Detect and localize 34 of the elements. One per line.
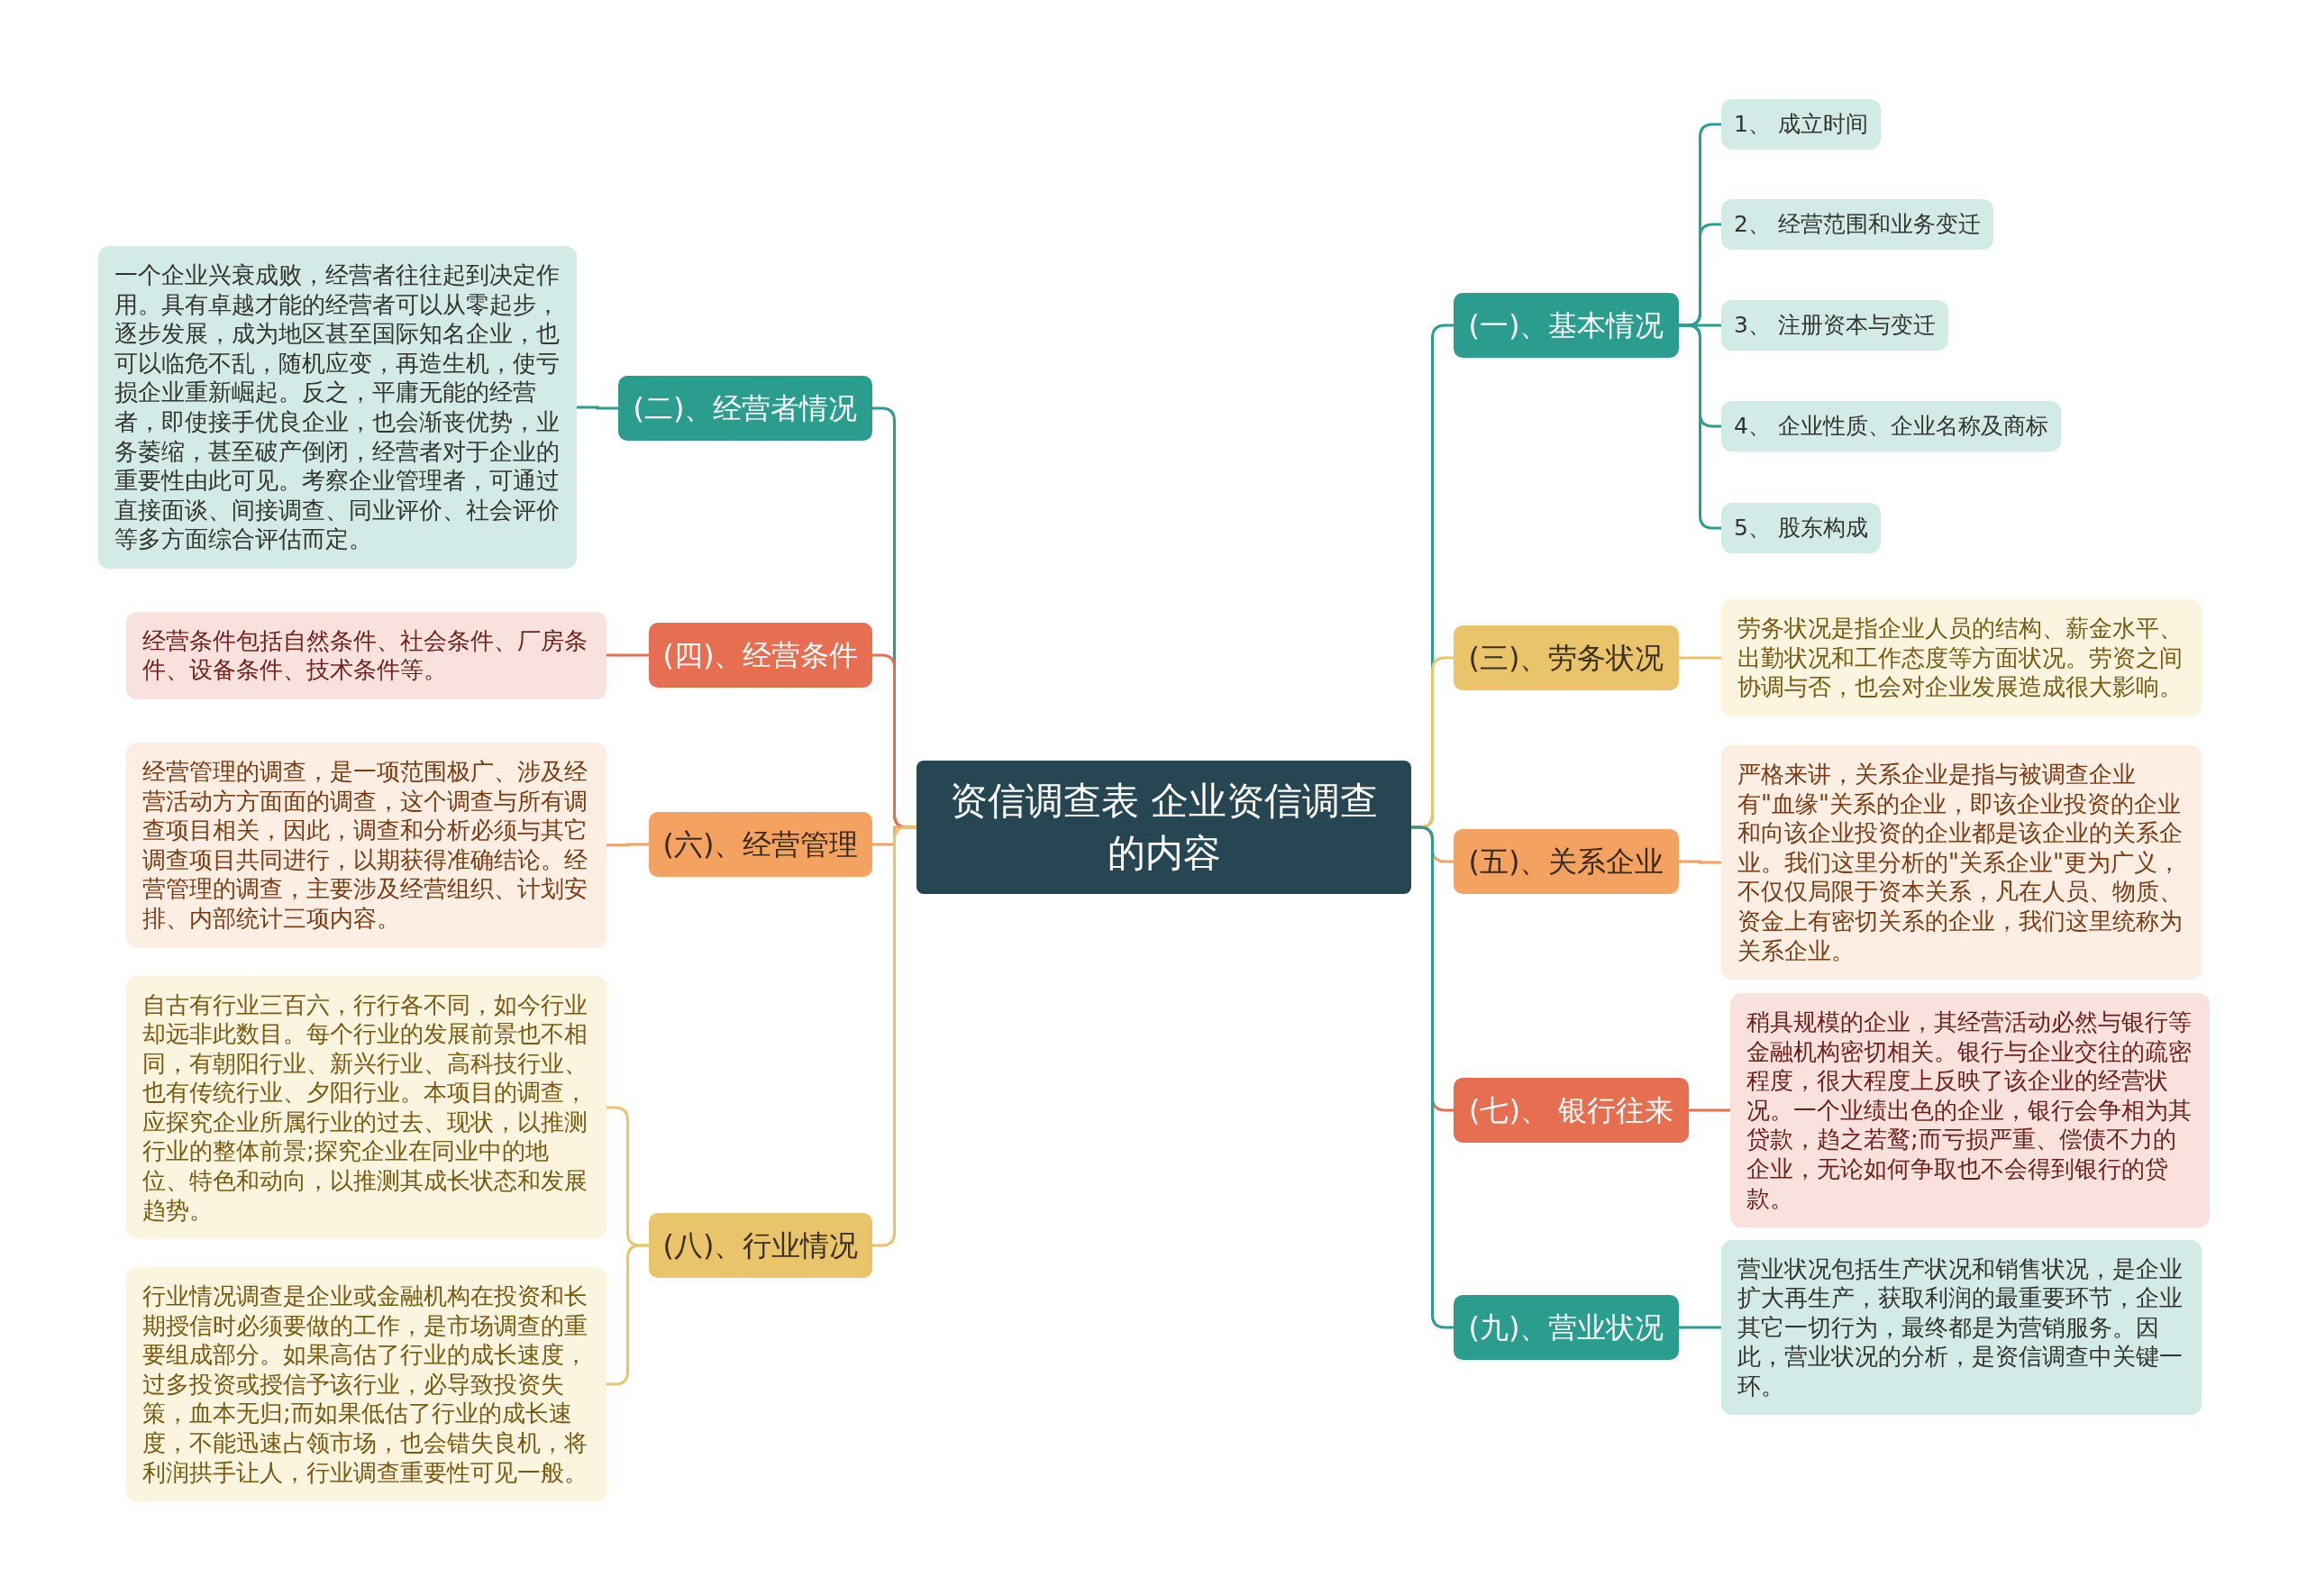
subtopic-box: 2、 经营范围和业务变迁 bbox=[1721, 199, 1993, 250]
description-box: 劳务状况是指企业人员的结构、薪金水平、出勤状况和工作态度等方面状况。劳资之间协调与否，也会对企业发展造成很大影响。 bbox=[1721, 599, 2202, 716]
topic-box: (二)、经营者情况 bbox=[618, 376, 872, 441]
connector-line bbox=[1679, 324, 1721, 530]
description-box: 自古有行业三百六，行行各不同，如今行业却远非此数目。每个行业的发展前景也不相同，有朝阳行业、新兴行业、高科技行业、也有传统行业、夕阳行业。本项目的调查，应探究企业所属行业的过去、现状，以推测行业的整体前景;探究企业在同业中的地位、特色和动向，以推测其成长状态和发展趋势。 bbox=[126, 975, 606, 1240]
description-box: 严格来讲，关系企业是指与被调查企业有"血缘"关系的企业，即该企业投资的企业和向该企业投资的企业都是该企业的关系企业。我们这里分析的"关系企业"更为广义，不仅仅局限于资本关系，凡在人员、物质、资金上有密切关系的企业，我们这里统称为关系企业。 bbox=[1721, 745, 2202, 980]
central-topic-box: 资信调查表 企业资信调查的内容 bbox=[916, 761, 1411, 894]
description-box: 经营管理的调查，是一项范围极广、涉及经营活动方方面面的调查，这个调查与所有调查项目相关，因此，调查和分析必须与其它调查项目共同进行，以期获得准确结论。经营管理的调查，主要涉及经营组织、计划安排、内部统计三项内容。 bbox=[126, 743, 606, 948]
topic-box: (一)、基本情况 bbox=[1454, 293, 1679, 358]
topic-box: (三)、劳务状况 bbox=[1454, 625, 1679, 690]
topic-box: (六)、经营管理 bbox=[649, 812, 872, 877]
description-box: 经营条件包括自然条件、社会条件、厂房条件、设备条件、技术条件等。 bbox=[126, 611, 606, 699]
subtopic-box: 3、 注册资本与变迁 bbox=[1721, 300, 1948, 351]
topic-box: (九)、营业状况 bbox=[1454, 1295, 1679, 1360]
description-box: 行业情况调查是企业或金融机构在投资和长期授信时必须要做的工作，是市场调查的重要组成部分。如果高估了行业的成长速度，过多投资或授信予该行业，必导致投资失策，血本无归;而如果低估了行业的成长速度，不能迅速占领市场，也会错失良机，将利润拱手让人，行业调查重要性可见一般。 bbox=[126, 1267, 606, 1502]
connector-line bbox=[577, 406, 618, 410]
connector-line bbox=[872, 825, 916, 1247]
topic-box: (七)、 银行往来 bbox=[1454, 1078, 1689, 1143]
description-box: 营业状况包括生产状况和销售状况，是企业扩大再生产，获取利润的最重要环节，企业其它一切行为，最终都是为营销服务。因此，营业状况的分析，是资信调查中关键一环。 bbox=[1721, 1239, 2202, 1416]
connector-line bbox=[1679, 860, 1721, 864]
description-box: 稍具规模的企业，其经营活动必然与银行等金融机构密切相关。银行与企业交往的疏密程度，很大程度上反映了该企业的经营状况。一个业绩出色的企业，银行会争相为其贷款，趋之若鹜;而亏损严重、偿债不力的企业，无论如何争取也不会得到银行的贷款。 bbox=[1730, 993, 2210, 1228]
connector-line bbox=[1679, 1326, 1721, 1329]
description-box: 一个企业兴衰成败，经营者往往起到决定作用。具有卓越才能的经营者可以从零起步，逐步发展，成为地区甚至国际知名企业，也可以临危不乱，随机应变，再造生机，使亏损企业重新崛起。反之，平庸无能的经营者，即使接手优良企业，也会渐丧优势，业务萎缩，甚至破产倒闭，经营者对于企业的重要性由此可见。考察企业管理者，可通过直接面谈、间接调查、同业评价、社会评价等多方面综合评估而定。 bbox=[98, 246, 577, 569]
connector-line bbox=[1679, 656, 1721, 660]
subtopic-box: 4、 企业性质、企业名称及商标 bbox=[1721, 401, 2061, 451]
topic-box: (五)、关系企业 bbox=[1454, 829, 1679, 894]
subtopic-box: 5、 股东构成 bbox=[1721, 503, 1881, 553]
connector-line bbox=[606, 1244, 649, 1386]
connector-line bbox=[606, 653, 649, 657]
subtopic-box: 1、 成立时间 bbox=[1721, 99, 1881, 150]
topic-box: (四)、经营条件 bbox=[649, 623, 872, 688]
topic-box: (八)、行业情况 bbox=[649, 1213, 872, 1278]
connector-line bbox=[1689, 1108, 1730, 1112]
connector-line bbox=[606, 843, 649, 847]
